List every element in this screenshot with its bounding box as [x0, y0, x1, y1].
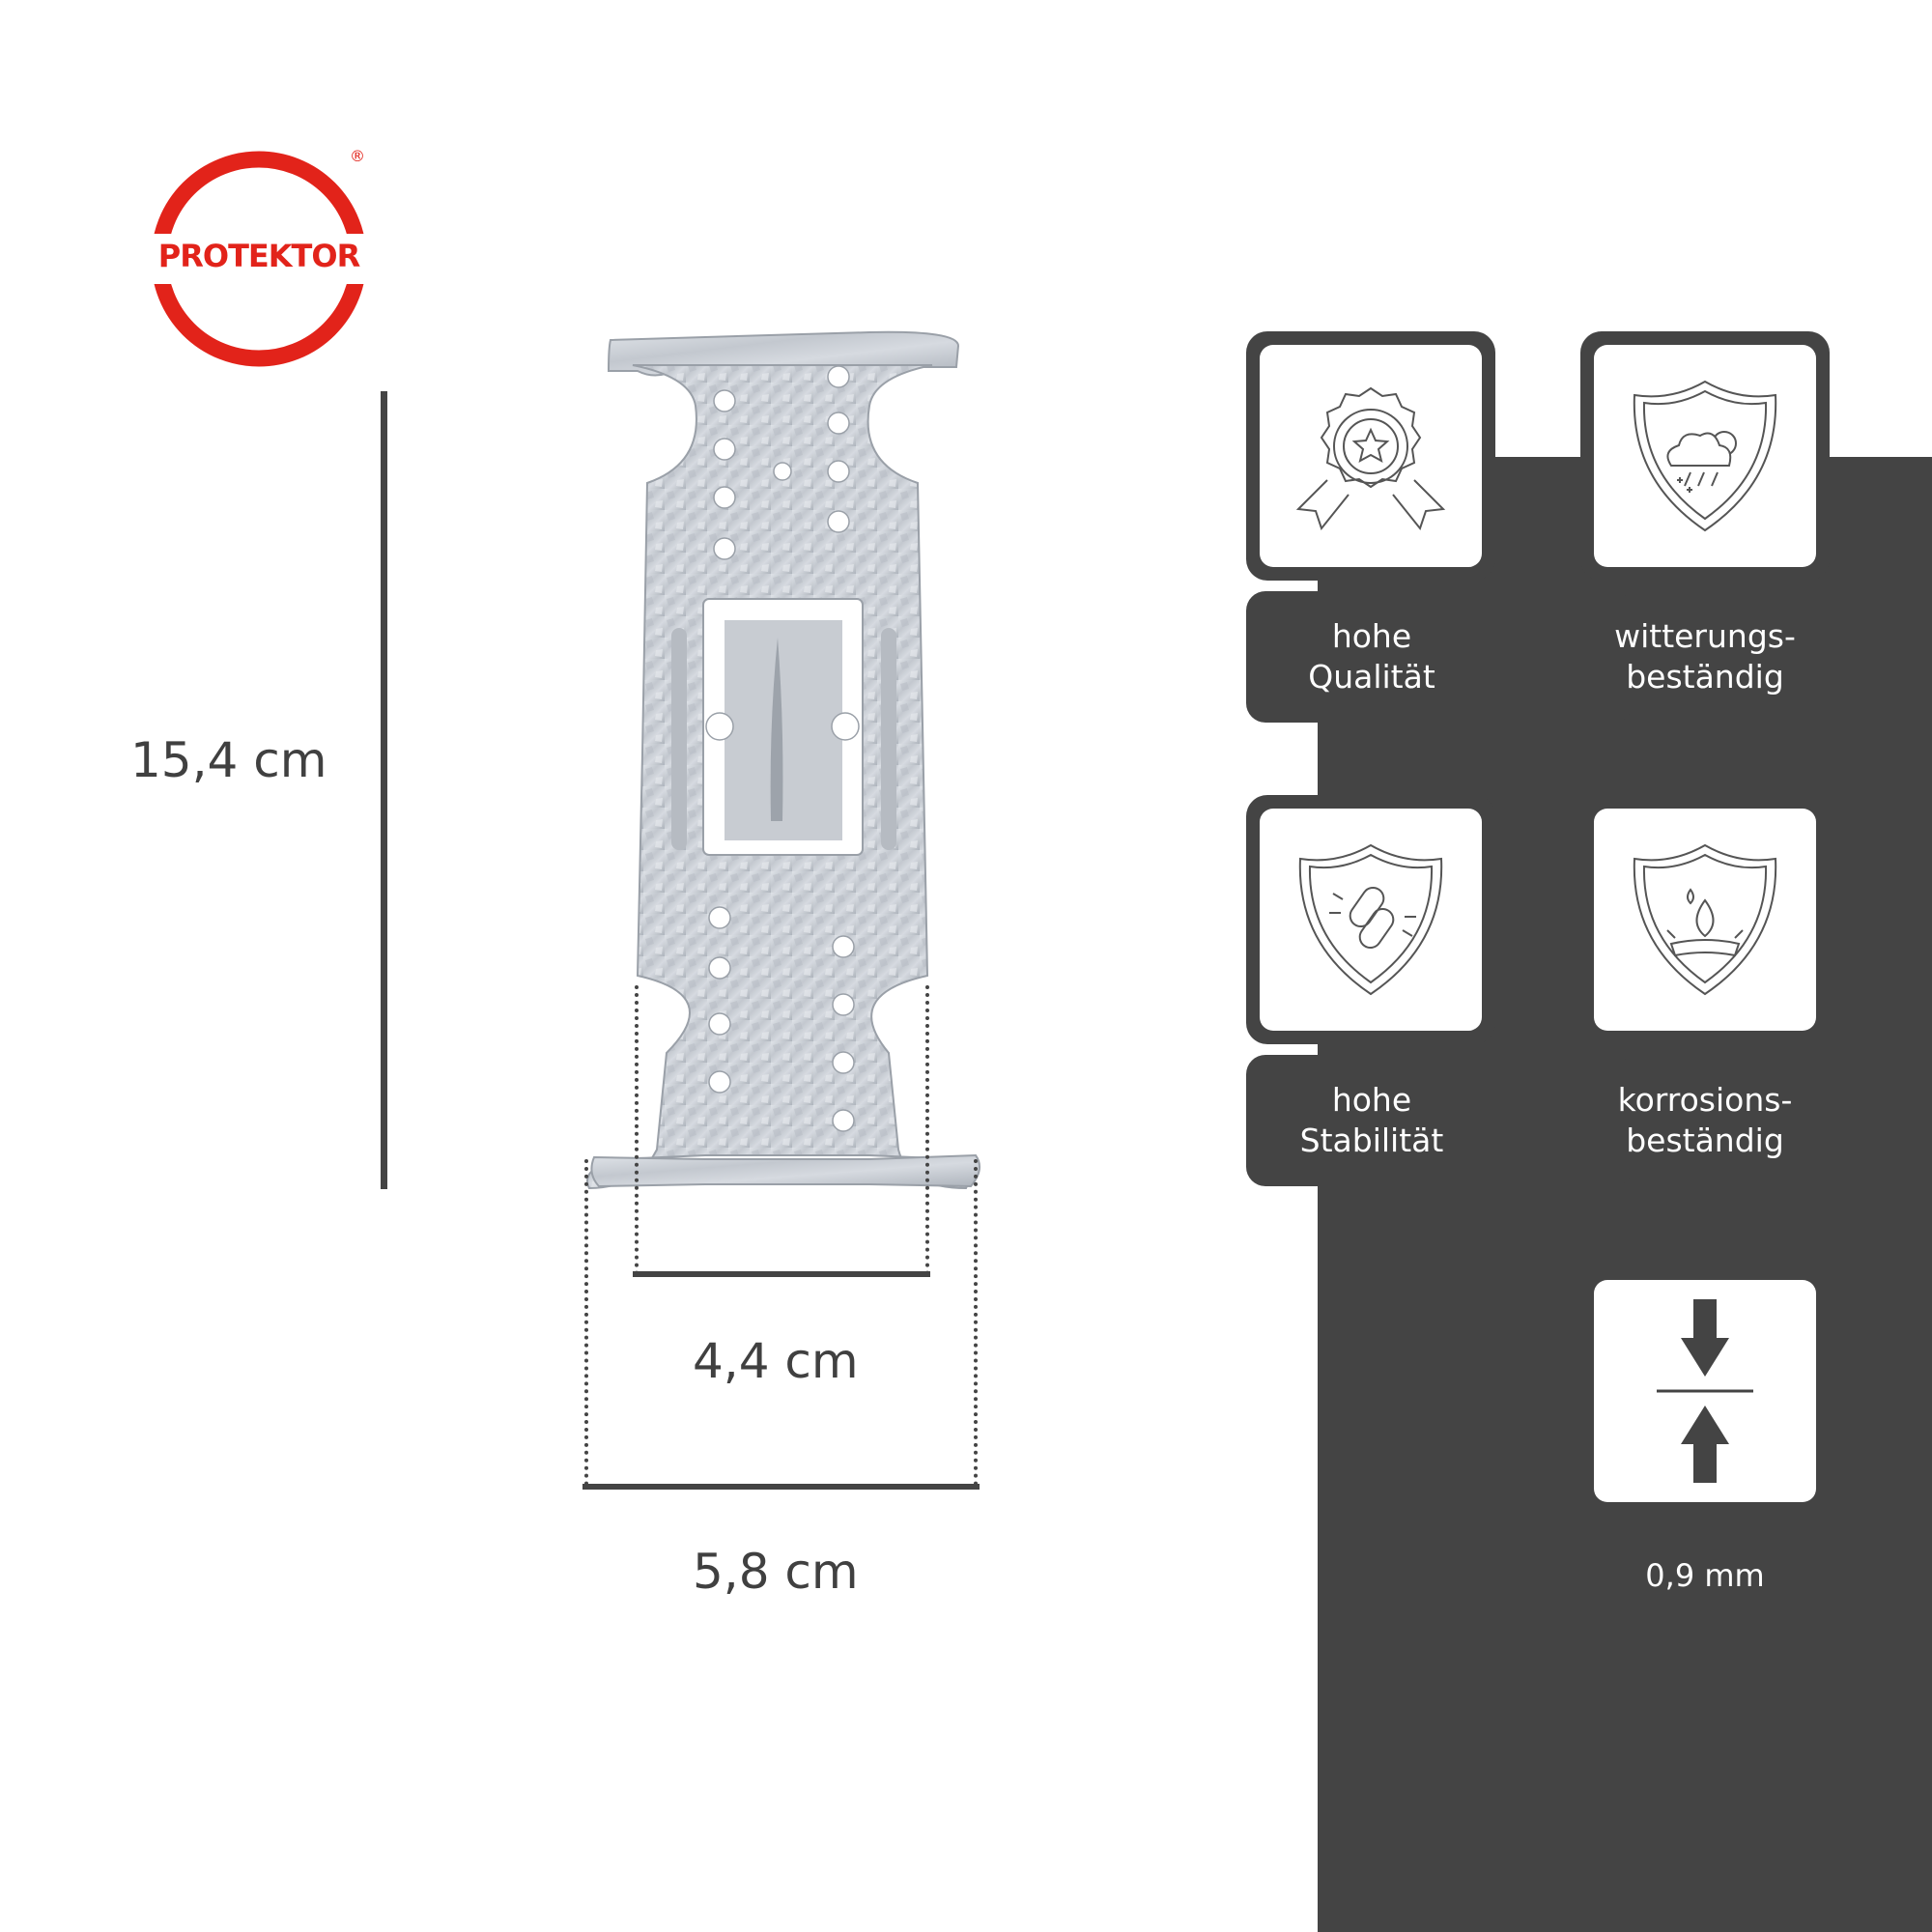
feature-label-weather: witterungs- beständig	[1614, 617, 1796, 696]
stability-shield-tile	[1260, 809, 1482, 1031]
stability-shield-icon	[1298, 843, 1443, 996]
weather-shield-tile	[1594, 345, 1816, 567]
quality-badge-icon	[1295, 386, 1446, 531]
registered-mark: ®	[350, 147, 365, 165]
corrosion-shield-icon	[1633, 843, 1777, 996]
height-dimension-line	[381, 391, 387, 1189]
feature-label-corrosion: korrosions- beständig	[1617, 1081, 1793, 1159]
corrosion-shield-tile	[1594, 809, 1816, 1031]
outer-width-dimension-label: 5,8 cm	[693, 1544, 859, 1600]
outer-width-dimension-line	[582, 1484, 980, 1490]
thickness-arrows-icon	[1657, 1299, 1753, 1483]
inner-width-dimension-line	[633, 1271, 930, 1277]
brand-logo: PROTEKTOR ®	[145, 145, 377, 377]
feature-tab-stability	[1246, 1055, 1633, 1186]
outer-width-guide-right	[974, 1159, 978, 1486]
height-dimension-label: 15,4 cm	[130, 732, 327, 788]
inner-width-dimension-label: 4,4 cm	[693, 1333, 859, 1389]
outer-width-guide-left	[584, 1159, 588, 1486]
weather-shield-icon	[1633, 380, 1777, 532]
feature-tab-quality	[1246, 591, 1633, 723]
inner-width-guide-left	[635, 985, 639, 1275]
inner-width-guide-right	[925, 985, 929, 1275]
thickness-label: 0,9 mm	[1645, 1557, 1765, 1594]
feature-label-quality: hohe Qualität	[1308, 617, 1435, 696]
brand-name: PROTEKTOR	[157, 238, 360, 274]
thickness-tile	[1594, 1280, 1816, 1502]
feature-label-stability: hohe Stabilität	[1299, 1081, 1444, 1159]
product-plate-image	[580, 319, 995, 1217]
quality-badge-tile	[1260, 345, 1482, 567]
